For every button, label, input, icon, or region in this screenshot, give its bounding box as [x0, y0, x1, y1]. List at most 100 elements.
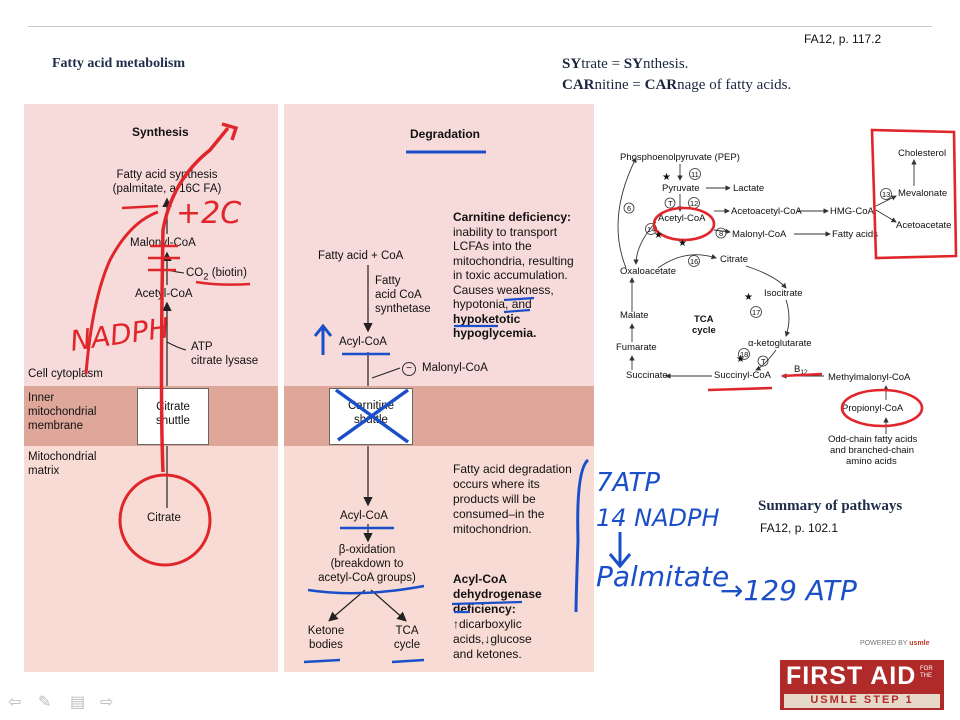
red-arrow-nadph [84, 210, 159, 375]
powered-by-label: POWERED BY usmle [860, 640, 930, 647]
fatty-acid-coa-label: Fatty acid + CoA [318, 250, 404, 262]
svg-text:★: ★ [744, 292, 753, 303]
handwritten-129-atp: →129 ATP [720, 574, 857, 607]
mnemonic-sytrate: SYtrate = SYnthesis. [562, 56, 689, 72]
arrow-to-ketones [328, 589, 366, 622]
pw-citrate: Citrate [720, 254, 748, 265]
pw-propionyl: Propionyl-CoA [842, 403, 904, 414]
pw-oddchain-1: Odd-chain fatty acids [828, 434, 917, 445]
pw-n14: 14 [647, 225, 655, 234]
first-aid-logo: FIRST AID FOR THE USMLE STEP 1 [780, 660, 944, 710]
blue-underline-beta [307, 584, 425, 595]
pw-n8: 8 [719, 229, 723, 238]
blue-underline-products [303, 658, 425, 664]
pw-pyruvate: Pyruvate [662, 183, 700, 194]
toolbar-next-button[interactable]: ⇨ [100, 694, 114, 711]
arrow-to-tca [370, 589, 407, 622]
page-title: Fatty acid metabolism [52, 56, 185, 71]
pw-malate: Malate [620, 310, 649, 321]
inhibition-sign: − [402, 362, 416, 376]
pw-acetoacetyl: Acetoacetyl-CoA [731, 206, 802, 217]
red-marks-malonyl [148, 244, 180, 272]
pw-tca-2: cycle [692, 325, 716, 336]
matrix-panel-synthesis [24, 446, 278, 672]
blue-underline-acad-note [451, 600, 523, 614]
red-circle-citrate [118, 473, 212, 567]
toolbar-pen-button[interactable]: ✎ [38, 694, 52, 711]
handwritten-arrow-down [608, 532, 632, 569]
co2-biotin-label: CO2 (biotin) [186, 267, 247, 283]
pw-isocitrate: Isocitrate [764, 288, 803, 299]
handwritten-14-nadph: 14 NADPH [596, 504, 720, 532]
pw-n6: 6 [627, 204, 631, 213]
pw-acetoacetate: Acetoacetate [896, 220, 951, 231]
pw-succinate: Succinate [626, 370, 668, 381]
svg-text:★: ★ [662, 172, 671, 183]
region-cytoplasm: Cell cytoplasm [28, 368, 103, 380]
inhibition-line [371, 367, 401, 379]
pw-hmg: HMG-CoA [830, 206, 874, 217]
mnemonic-carnitine: CARnitine = CARnage of fatty acids. [562, 77, 792, 93]
carnitine-deficiency-note: Carnitine deficiency: inability to trans… [453, 210, 574, 340]
pw-pep: Phosphoenolpyruvate (PEP) [620, 152, 740, 163]
pw-tca-1: TCA [694, 314, 714, 325]
summary-title: Summary of pathways [758, 498, 903, 514]
red-mark-fa [121, 204, 159, 210]
pw-cholesterol: Cholesterol [898, 148, 946, 159]
pw-lactate: Lactate [733, 183, 764, 194]
pw-nT: T [668, 199, 673, 208]
acyl-coa-cytoplasm: Acyl-CoA [339, 336, 387, 348]
malonyl-coa-inhibitor: Malonyl-CoA [422, 362, 488, 374]
toolbar-prev-button[interactable]: ⇦ [8, 694, 22, 711]
svg-text:★: ★ [678, 238, 687, 249]
handwritten-7-atp: 7ATP [596, 468, 660, 498]
pw-akg: α-ketoglutarate [748, 338, 812, 349]
pw-n11: 11 [691, 170, 699, 179]
svg-text:★: ★ [654, 230, 663, 241]
citrate-shuttle-box [137, 388, 209, 445]
pw-methylmalonyl: Methylmalonyl-CoA [828, 372, 911, 383]
pw-oxaloacetate: Oxaloacetate [620, 266, 676, 277]
pw-fumarate: Fumarate [616, 342, 657, 353]
pw-fatty-acids: Fatty acids [832, 229, 878, 240]
summary-source: FA12, p. 102.1 [760, 521, 839, 535]
matrix-panel-degradation [284, 446, 594, 672]
degradation-heading: Degradation [410, 127, 481, 141]
pw-b12: B12 [794, 364, 808, 376]
synthesis-heading: Synthesis [132, 125, 189, 139]
pw-n13: 13 [882, 190, 890, 199]
blue-cross-carnitine-shuttle [334, 388, 410, 444]
pw-n12: 12 [690, 199, 698, 208]
toolbar-menu-button[interactable]: ▤ [70, 694, 86, 711]
red-arrow-synthesis-up [159, 122, 239, 473]
pw-oddchain-2: and branched-chain [830, 445, 914, 456]
summary-pathways-diagram: Phosphoenolpyruvate (PEP) Pyruvate Lacta… [616, 128, 958, 467]
blue-arrow-up-acyl [313, 323, 333, 355]
pw-malonyl: Malonyl-CoA [732, 229, 787, 240]
pw-n18: 18 [740, 350, 748, 359]
top-divider [28, 26, 932, 27]
pw-nT2: T [761, 357, 766, 366]
pw-oddchain-3: amino acids [846, 456, 897, 467]
fatty-acid-synthesis-product: Fatty acid synthesis(palmitate, a 16C FA… [112, 169, 222, 195]
source-reference-top: FA12, p. 117.2 [804, 32, 882, 46]
pw-succinyl: Succinyl-CoA [714, 370, 772, 381]
citrate-matrix: Citrate [147, 512, 181, 524]
pw-mevalonate: Mevalonate [898, 188, 947, 199]
pw-n17: 17 [752, 308, 760, 317]
handwritten-plus-2c: +2C [176, 196, 242, 231]
blue-bracket [574, 458, 590, 613]
arrow-atp-branch [166, 341, 187, 351]
blue-underline-carnitine-note [454, 296, 535, 328]
acyl-coa-matrix: Acyl-CoA [340, 510, 388, 522]
